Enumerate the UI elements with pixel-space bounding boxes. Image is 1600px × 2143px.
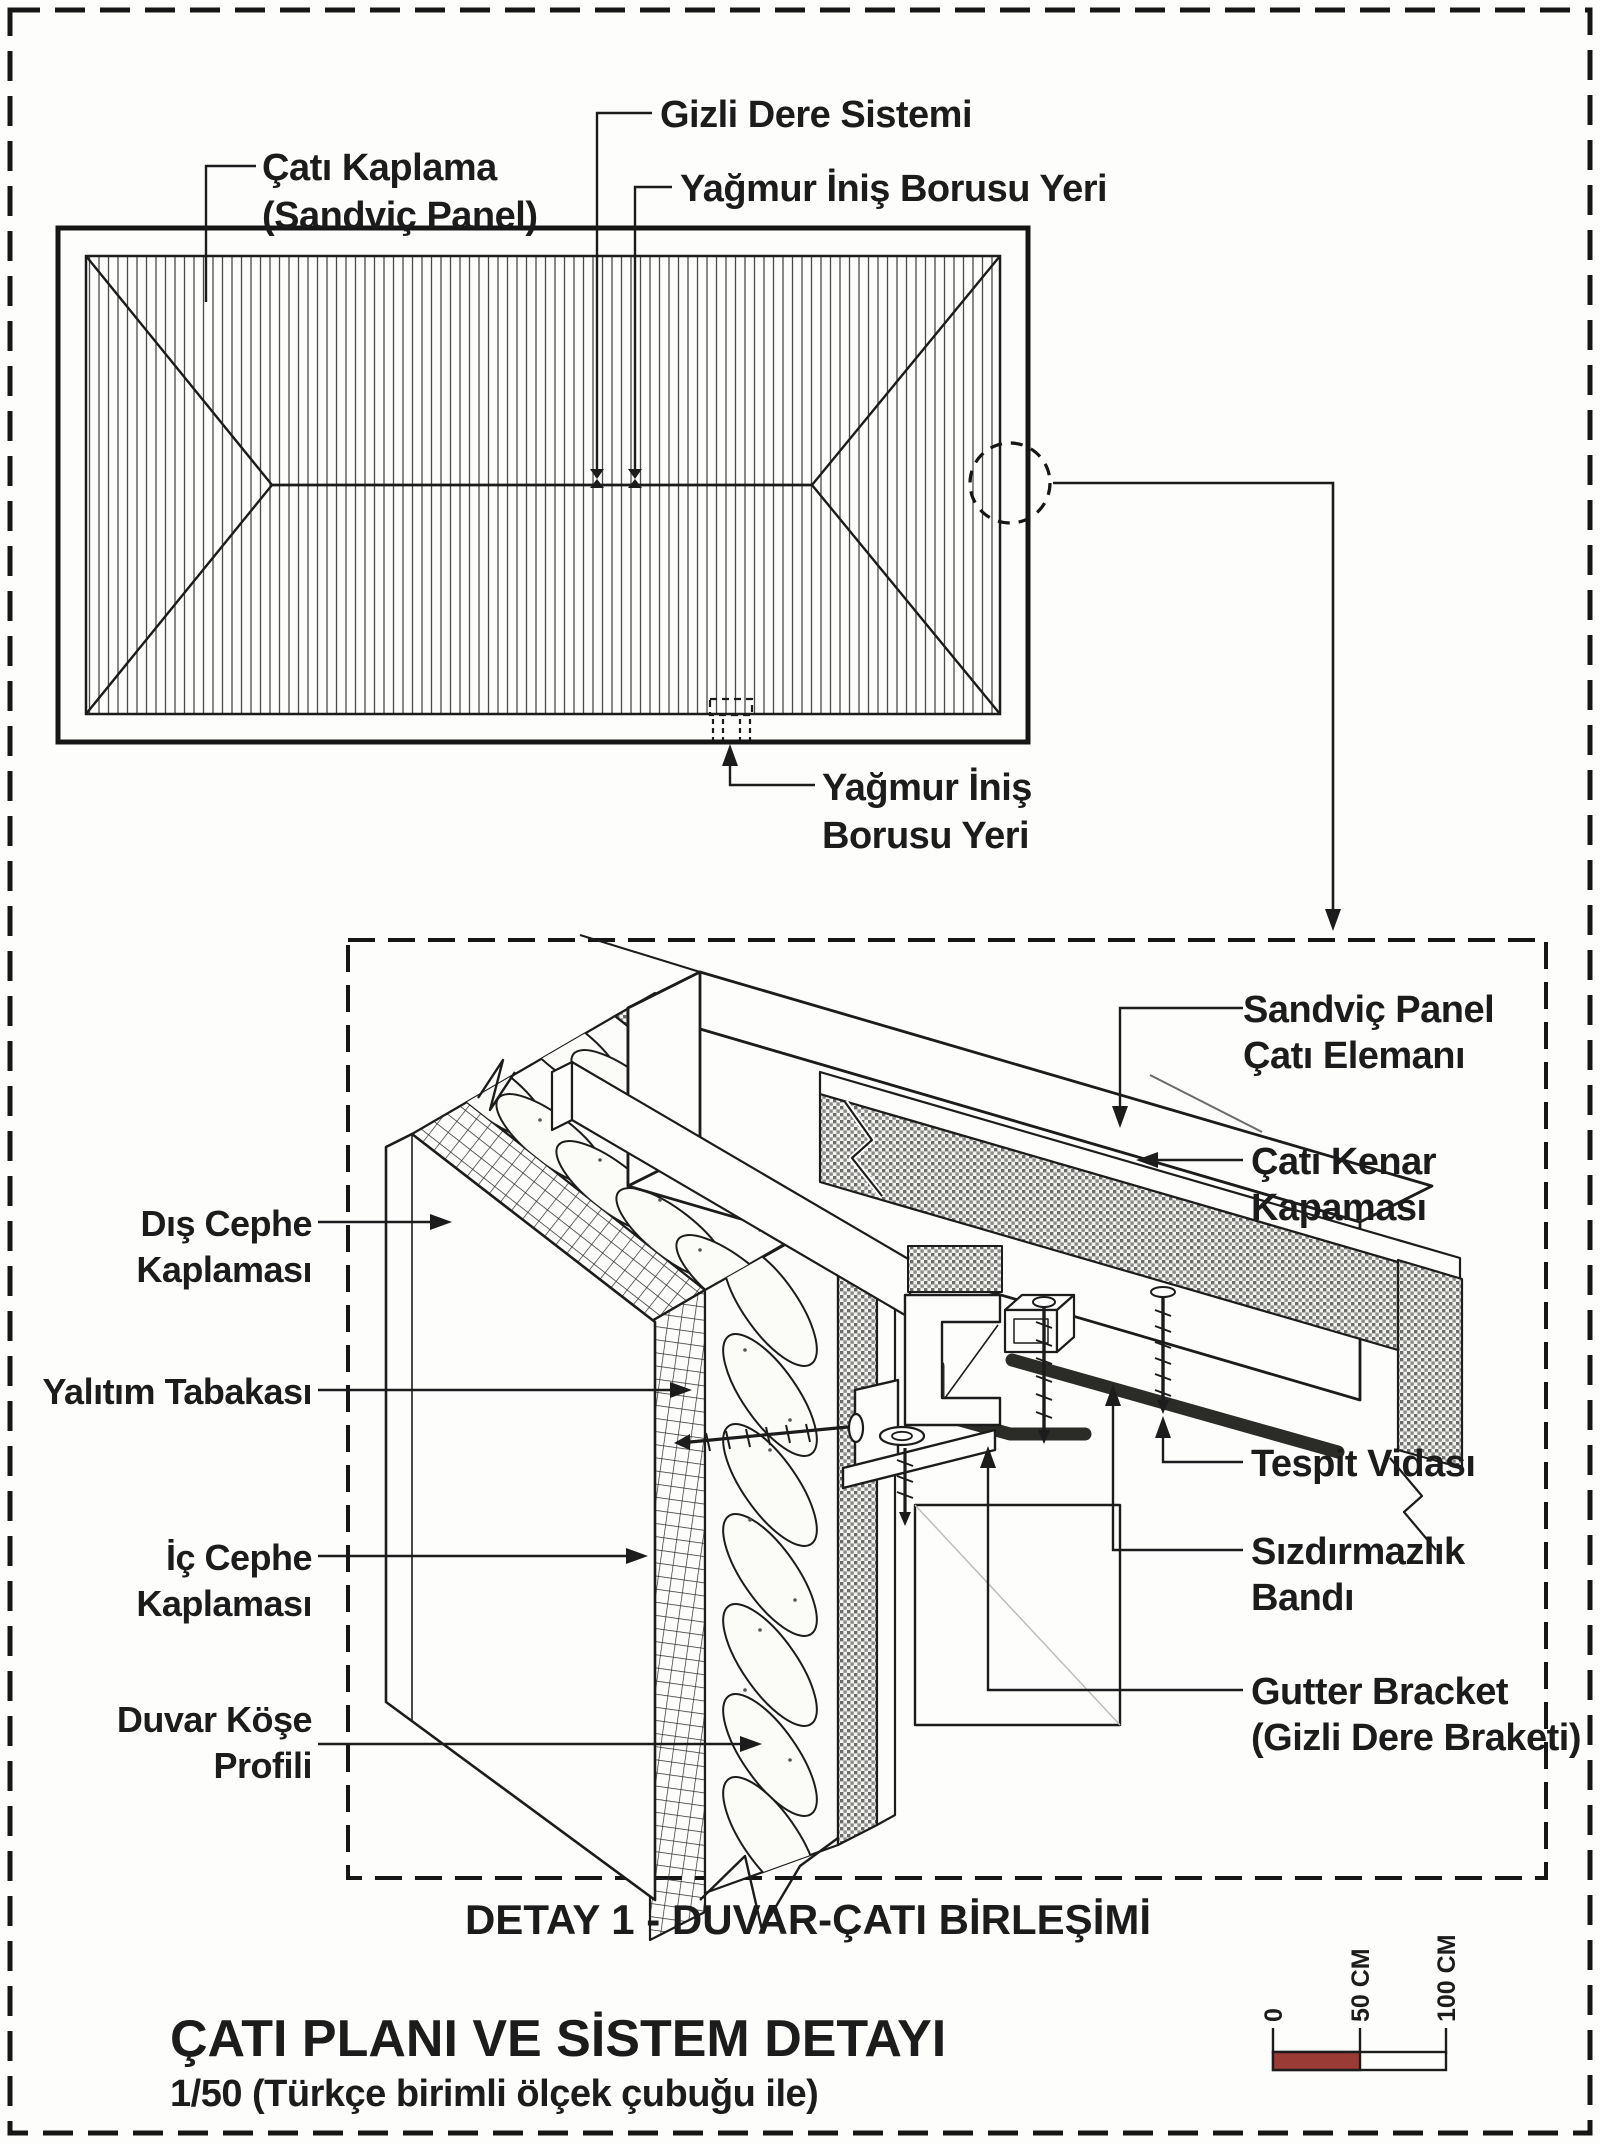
- gutter-assembly: [841, 1245, 1345, 1490]
- exterior-cladding-panel: [384, 1132, 657, 1902]
- label-roof-covering-line2: (Sandviç Panel): [262, 195, 537, 237]
- arrowhead-right-icon: [430, 1214, 452, 1230]
- leader-sealing-tape: [1111, 1406, 1243, 1552]
- label-exterior-cladding-line1: Dış Cephe: [140, 1203, 312, 1244]
- outlet-symbol: [628, 469, 642, 488]
- scale-tick-100: 100 CM: [1433, 1934, 1461, 2022]
- detail-reference-circle: [968, 441, 1052, 525]
- detail-view-border: [346, 938, 1548, 1880]
- arrowhead-down-icon: [1325, 909, 1341, 931]
- roof-hip-lines: [85, 255, 1001, 715]
- scale-tick-0: 0: [1260, 2008, 1288, 2022]
- wall-head-trim: [550, 1060, 912, 1320]
- label-interior-cladding-line2: Kaplaması: [136, 1583, 312, 1624]
- wall-section: [648, 1180, 897, 1942]
- leader-hidden-gutter: [595, 111, 652, 470]
- scale-bar-filled-half: [1271, 2050, 1362, 2072]
- arrowhead-down-icon: [1112, 1106, 1128, 1128]
- roof-edge-assembly: [818, 1070, 1464, 1551]
- roof-edge-band-section: [1396, 1258, 1464, 1470]
- scale-tick-50: 50 CM: [1347, 1948, 1375, 2022]
- screw: [1032, 1296, 1056, 1444]
- label-corner-profile-line1: Duvar Köşe: [117, 1699, 312, 1740]
- detail-view: [384, 934, 1464, 1942]
- scale-bar-ticks: [1271, 2028, 1448, 2054]
- label-exterior-cladding-line2: Kaplaması: [136, 1249, 312, 1290]
- sheet-title: ÇATI PLANI VE SİSTEM DETAYI: [170, 2010, 946, 2068]
- break-mark-icon: [1389, 1457, 1437, 1551]
- gutter-channel-profile: [903, 1293, 1002, 1427]
- label-downspout-bottom-line1: Yağmur İniş: [822, 767, 1032, 809]
- gutter-outlet-symbols: [590, 469, 642, 488]
- label-downspout-top: Yağmur İniş Borusu Yeri: [680, 168, 1107, 210]
- panel-continuation-line: [579, 934, 701, 973]
- sheet-subtitle: 1/50 (Türkçe birimli ölçek çubuğu ile): [170, 2073, 818, 2115]
- corner-profile-diagonal: [914, 1504, 1121, 1726]
- arrowhead-up-icon: [980, 1446, 996, 1468]
- roof-plan-callouts: Çatı Kaplama (Sandviç Panel) Gizli Dere …: [204, 94, 1108, 857]
- arrowhead-right-icon: [626, 1548, 648, 1564]
- label-interior-cladding-line1: İç Cephe: [166, 1537, 312, 1578]
- break-mark-icon: [844, 1101, 883, 1197]
- sheet-border: [7, 7, 1593, 2136]
- wall-screw: [674, 1412, 865, 1452]
- arrowhead-left-icon: [1136, 1152, 1158, 1168]
- scale-bar: 0 50 CM 100 CM: [1260, 1934, 1461, 2072]
- arrowhead-right-icon: [670, 1382, 692, 1398]
- arrowhead-right-icon: [740, 1736, 762, 1752]
- label-sealing-tape-line1: Sızdırmazlık: [1251, 1531, 1466, 1573]
- break-mark-icon: [476, 1058, 517, 1112]
- leader-sandwich-panel: [1118, 1006, 1243, 1106]
- arrowhead-up-icon: [722, 744, 738, 766]
- label-downspout-bottom-line2: Borusu Yeri: [822, 815, 1029, 857]
- leader-downspout-bottom: [728, 760, 815, 787]
- label-gutter-bracket-line2: (Gizli Dere Braketi): [1251, 1717, 1581, 1759]
- title-block: ÇATI PLANI VE SİSTEM DETAYI 1/50 (Türkçe…: [170, 2010, 946, 2115]
- label-roof-covering-line1: Çatı Kaplama: [262, 147, 498, 189]
- leader-gutter-bracket: [986, 1468, 1243, 1692]
- arrowhead-up-icon: [1155, 1416, 1171, 1438]
- gutter-hatch-patch: [907, 1245, 1003, 1293]
- detail-connector-line: [1053, 481, 1335, 912]
- outlet-symbol: [590, 469, 604, 488]
- break-mark-icon: [699, 1837, 839, 1932]
- insulation-batts-section: [722, 1243, 818, 1893]
- panel-scratch-mark: [1149, 1074, 1263, 1133]
- label-sandwich-panel-line1: Sandviç Panel: [1243, 989, 1494, 1031]
- leader-downspout-top: [633, 185, 672, 470]
- detail-callouts: Dış Cephe Kaplaması Yalıtım Tabakası İç …: [43, 989, 1582, 1786]
- fasteners: [674, 1286, 1176, 1526]
- detail-caption: DETAY 1 - DUVAR-ÇATI BİRLEŞİMİ: [465, 1896, 1151, 1943]
- label-insulation: Yalıtım Tabakası: [43, 1371, 312, 1412]
- label-roof-edge-line1: Çatı Kenar: [1251, 1141, 1437, 1183]
- downspout-location-mark: [708, 697, 754, 740]
- leader-roof-covering: [204, 164, 256, 302]
- roof-plan: [55, 225, 1341, 931]
- label-sealing-tape-line2: Bandı: [1251, 1577, 1354, 1619]
- arrowhead-up-icon: [1105, 1384, 1121, 1406]
- label-fixing-screw: Tespit Vidası: [1251, 1443, 1475, 1485]
- leader-fixing-screw: [1161, 1438, 1243, 1464]
- fixing-screw: [1150, 1286, 1176, 1414]
- label-corner-profile-line2: Profili: [213, 1745, 312, 1786]
- label-sandwich-panel-line2: Çatı Elemanı: [1243, 1035, 1465, 1077]
- label-hidden-gutter: Gizli Dere Sistemi: [660, 94, 972, 136]
- sealing-tape-band: [1005, 1353, 1345, 1459]
- gutter-bracket-flange: [841, 1428, 997, 1490]
- label-roof-edge-line2: Kapaması: [1251, 1187, 1427, 1229]
- label-gutter-bracket-line1: Gutter Bracket: [1251, 1671, 1509, 1713]
- screw: [896, 1448, 914, 1526]
